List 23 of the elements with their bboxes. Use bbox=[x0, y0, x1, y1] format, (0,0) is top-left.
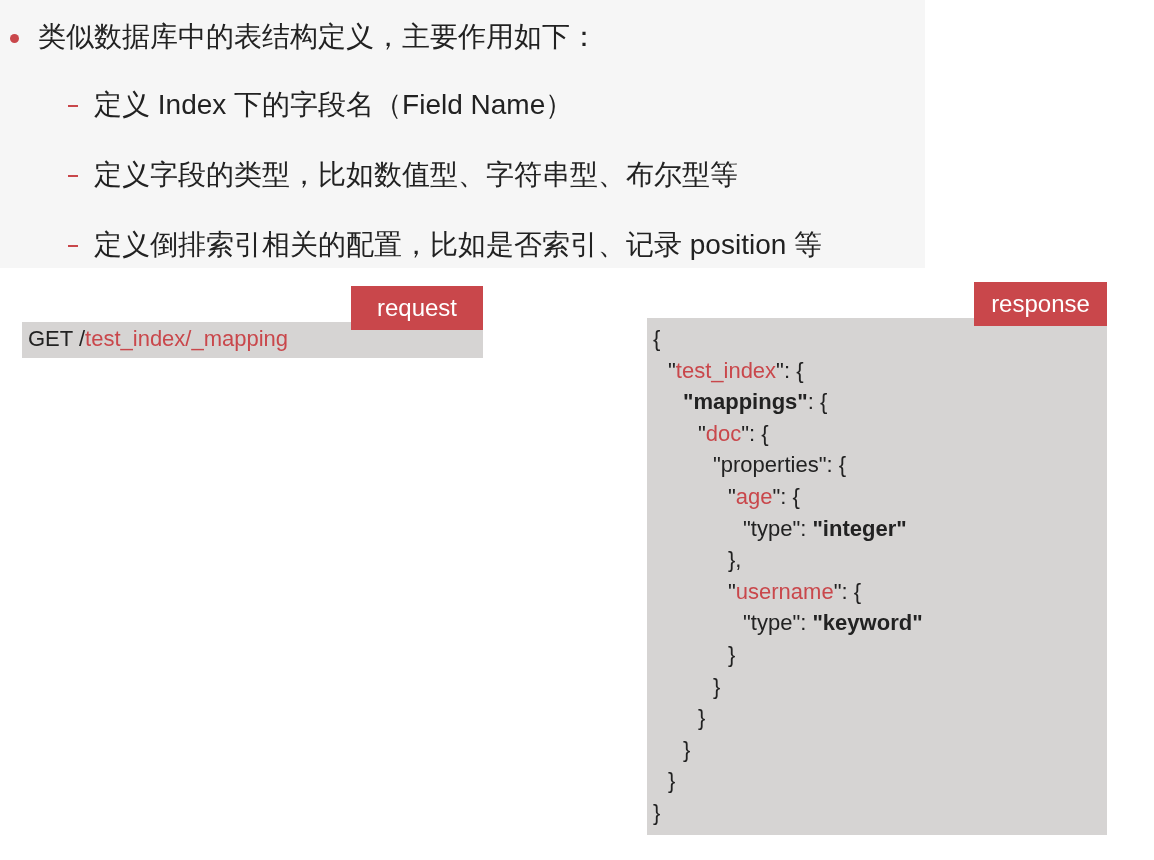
code-line: "age": { bbox=[728, 484, 800, 510]
code-line: } bbox=[698, 705, 706, 732]
code-line: "doc": { bbox=[698, 420, 769, 447]
code-line: "test_index": { bbox=[668, 357, 804, 384]
bullet-text: 定义 Index 下的字段名（Field Name） bbox=[94, 88, 574, 122]
code-line: } bbox=[713, 673, 721, 700]
code-line: } bbox=[668, 768, 676, 795]
tag-label: request bbox=[351, 286, 483, 330]
code-line: "username": { bbox=[728, 578, 862, 605]
code-line: GET /test_index/_mapping bbox=[28, 326, 289, 352]
code-line: } bbox=[728, 642, 736, 668]
code-line: }, bbox=[728, 547, 742, 574]
bullet-text: 类似数据库中的表结构定义，主要作用如下： bbox=[38, 20, 598, 54]
code-line: "mappings": { bbox=[683, 389, 828, 416]
tag-label: response bbox=[974, 282, 1107, 326]
bullet-text: 定义倒排索引相关的配置，比如是否索引、记录 position 等 bbox=[94, 228, 823, 262]
bullet-text: 定义字段的类型，比如数值型、字符串型、布尔型等 bbox=[94, 158, 738, 192]
code-line: } bbox=[683, 736, 691, 763]
code-line: { bbox=[653, 326, 661, 352]
code-line: "type": "keyword" bbox=[743, 610, 923, 637]
code-line: } bbox=[653, 800, 661, 826]
code-line: "type": "integer" bbox=[743, 515, 907, 542]
code-line: "properties": { bbox=[713, 452, 847, 479]
